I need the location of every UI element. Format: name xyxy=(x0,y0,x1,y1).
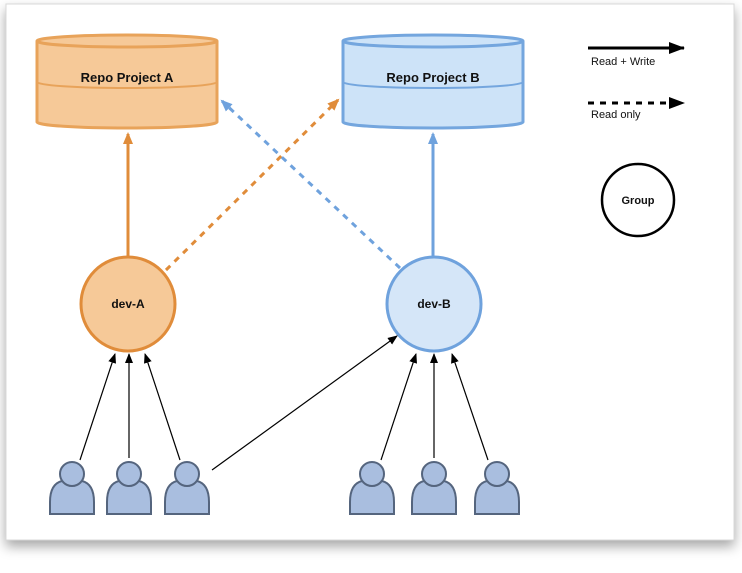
dev-a-readonly-arrow xyxy=(164,98,340,272)
users xyxy=(49,461,520,515)
legend-readwrite-label: Read + Write xyxy=(591,56,655,68)
dev-a-label: dev-A xyxy=(111,297,145,311)
repo-b-label: Repo Project B xyxy=(386,70,479,85)
user-3-membership-arrow xyxy=(144,353,181,461)
group-dev-b: dev-B xyxy=(385,255,483,353)
person-icon xyxy=(49,461,95,515)
person-icon xyxy=(164,461,210,515)
legend-group-circle xyxy=(600,162,676,238)
dev-b-readonly-arrow xyxy=(220,99,402,270)
legend: Read + Write Read only Group xyxy=(588,42,685,238)
repo-a-label: Repo Project A xyxy=(81,70,174,85)
person-icon xyxy=(106,461,152,515)
person-icon xyxy=(474,461,520,515)
person-icon xyxy=(349,461,395,515)
repo-project-b: Repo Project B xyxy=(341,33,525,130)
legend-readonly-label: Read only xyxy=(591,109,641,121)
legend-group-label: Group xyxy=(622,195,655,207)
group-dev-a: dev-A xyxy=(79,255,177,353)
user-3-cross-membership-arrow xyxy=(211,335,398,471)
user-6-membership-arrow xyxy=(451,353,489,461)
dev-b-label: dev-B xyxy=(417,297,451,311)
user-1-membership-arrow xyxy=(79,353,116,461)
repo-project-a: Repo Project A xyxy=(35,33,219,130)
user-4-membership-arrow xyxy=(380,353,417,461)
person-icon xyxy=(411,461,457,515)
